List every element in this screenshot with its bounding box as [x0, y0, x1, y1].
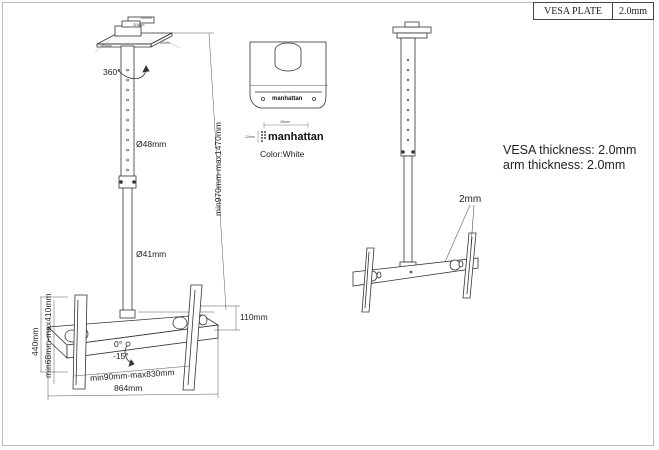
depth-dimension: 110mm [240, 312, 268, 322]
bracket-plate-right [352, 257, 479, 287]
vesa-thickness-spec: VESA thickness: 2.0mm [503, 143, 637, 157]
brand-logo: manhattan [268, 131, 324, 143]
upper-tube-diameter: Ø48mm [136, 139, 167, 149]
drawing-border [2, 2, 654, 446]
vesa-arms-left [72, 284, 203, 391]
ceiling-plate-right [392, 21, 432, 39]
ceiling-plate-left [94, 16, 181, 53]
logo-height-dimension: 12mm [245, 135, 255, 139]
pole-left [118, 45, 137, 319]
tilt-bottom-label: -15° [113, 351, 129, 361]
logo-width-dimension: 45mm [280, 120, 290, 124]
manhattan-dots-logo-icon [261, 131, 266, 142]
block-brand-logo: manhattan [272, 96, 303, 102]
tilt-top-label: 0° [114, 339, 123, 349]
color-label: Color:White [260, 149, 305, 159]
vesa-arms-right [361, 232, 477, 313]
vesa-vertical-dimension: min68mm-max410mm [43, 293, 53, 378]
pole-height-dimension: min970mm-max1470mm [213, 122, 223, 216]
total-width-dimension: 864mm [114, 383, 143, 393]
ceiling-dim-3: 100mm [100, 44, 112, 48]
pole-right [399, 37, 417, 269]
lower-tube-diameter: Ø41mm [136, 249, 167, 259]
rotation-arrow-icon [117, 65, 150, 79]
rotation-label: 360° [103, 67, 121, 77]
title-block-value: 2.0mm [612, 2, 654, 20]
total-height-dimension: 440mm [30, 327, 40, 356]
arm-thickness-spec: arm thickness: 2.0mm [503, 158, 626, 172]
arm-thickness-callout: 2mm [459, 194, 482, 205]
ceiling-dim-4: 60mm [160, 41, 170, 45]
ceiling-dim-2: 115mm [133, 23, 145, 27]
ceiling-dim-1: 100mm [140, 16, 152, 20]
tilt-arc-icon [124, 341, 135, 367]
ceiling-block-detail [249, 41, 329, 109]
